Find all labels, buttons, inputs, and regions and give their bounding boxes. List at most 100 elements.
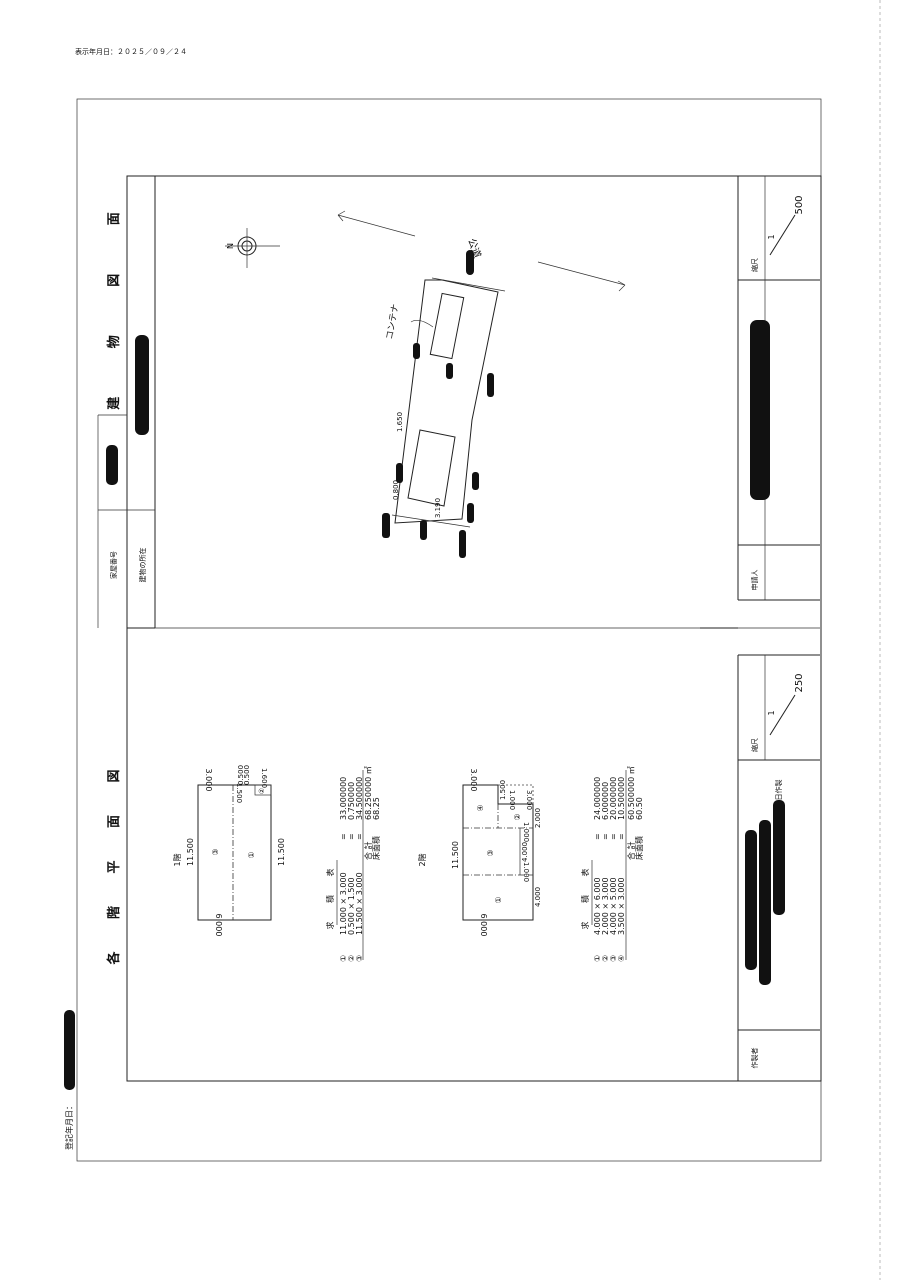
svg-text:1.600: 1.600: [260, 768, 268, 788]
house-number-label: 家屋番号: [109, 551, 118, 579]
svg-text:1.500: 1.500: [235, 783, 243, 803]
floor-plans-title: 各 階 平 面 図: [106, 755, 122, 965]
outer-frame: [76, 98, 822, 1162]
row-result: 0.750000: [347, 782, 356, 820]
floor2-label: 2階: [417, 853, 427, 866]
svg-text:①: ①: [247, 851, 256, 858]
row-result: 33.000000: [339, 777, 348, 820]
svg-text:1.650: 1.650: [396, 412, 404, 432]
svg-text:①: ①: [494, 896, 503, 903]
row-equals: =: [347, 833, 356, 840]
floor-area-label: 床面積: [371, 836, 381, 860]
row-equals: =: [593, 833, 602, 840]
floor2-plan: 2階 11.500 6.000 3.000 1.500 1.000 3.000 …: [417, 769, 627, 960]
svg-text:0.800: 0.800: [392, 480, 400, 500]
scale-top-numerator: 1: [767, 234, 776, 239]
scale-bottom-numerator: 1: [767, 710, 776, 715]
row-result: 24.000000: [593, 777, 602, 820]
row-number: ④: [617, 955, 626, 962]
svg-text:③: ③: [211, 848, 220, 855]
row-number: ③: [609, 955, 618, 962]
floor1-label: 1階: [172, 853, 182, 866]
scale-bottom-denominator: 250: [794, 673, 805, 692]
svg-text:4.000: 4.000: [521, 842, 529, 862]
svg-text:0.500: 0.500: [237, 765, 245, 785]
floor1-plan: 1階 11.500 11.500 6.000 3.000 0.500 0.500…: [172, 765, 364, 960]
svg-text:求 積 表: 求 積 表: [580, 860, 590, 929]
redaction: [745, 830, 757, 970]
row-number: ①: [339, 955, 348, 962]
redaction: [759, 820, 771, 985]
annotation-container: コンテナ: [384, 303, 401, 340]
row-equals: =: [617, 833, 626, 840]
svg-text:1.000: 1.000: [508, 790, 516, 810]
svg-text:④: ④: [476, 804, 485, 811]
display-date: 表示年月日：２０２５／０９／２４: [75, 47, 187, 56]
created-date-label: 日作製: [774, 780, 783, 801]
total-label: 合 計: [626, 841, 636, 860]
floor1-area-table: ① 11.000 × 3.000 = 33.000000 ② 0.500 × 1.500 =…: [339, 766, 381, 962]
redaction: [750, 320, 770, 500]
redaction: [773, 800, 785, 915]
row-formula: 11.500 × 3.000: [355, 872, 364, 935]
creator-label: 作製者: [750, 1048, 759, 1069]
scale-top-denominator: 500: [794, 195, 805, 214]
row-equals: =: [339, 833, 348, 840]
floor2-area-table: ① 4.000 × 6.000 = 24.000000 ② 2.000 × 3.000 = 6…: [593, 766, 644, 962]
north-compass-icon: N: [225, 228, 280, 268]
site-plan: N 公道 コンテナ 1.650 0.800 3.190: [225, 210, 626, 558]
row-equals: =: [355, 833, 364, 840]
row-formula: 4.000 × 5.000: [609, 877, 618, 935]
svg-text:1.000: 1.000: [522, 862, 530, 882]
svg-text:11.500: 11.500: [451, 841, 460, 869]
row-formula: 3.500 × 3.000: [617, 877, 626, 935]
floor-area-value: 60.50: [635, 797, 644, 820]
svg-text:3.190: 3.190: [434, 498, 442, 518]
total-value: 68.250000 ㎡: [364, 766, 373, 820]
svg-text:1.500: 1.500: [499, 780, 507, 800]
redaction: [135, 335, 149, 435]
svg-text:N: N: [226, 243, 235, 249]
row-formula: 2.000 × 3.000: [601, 877, 610, 935]
svg-text:0.500: 0.500: [243, 765, 251, 785]
svg-text:11.500: 11.500: [277, 838, 286, 866]
svg-text:6.000: 6.000: [214, 914, 223, 937]
svg-text:4.000: 4.000: [534, 887, 542, 907]
scale-label-top: 縮尺: [750, 258, 759, 272]
row-number: ②: [601, 955, 610, 962]
svg-text:11.500: 11.500: [186, 838, 195, 866]
redaction: [106, 445, 118, 485]
row-formula: 11.000 × 3.000: [339, 872, 348, 935]
location-label: 建物の所在: [138, 548, 147, 583]
svg-text:②: ②: [513, 813, 522, 820]
row-result: 6.000000: [601, 782, 610, 820]
row-number: ①: [593, 955, 602, 962]
svg-text:③: ③: [486, 849, 495, 856]
svg-text:6.000: 6.000: [479, 914, 488, 937]
row-formula: 4.000 × 6.000: [593, 877, 602, 935]
svg-text:求 積 表: 求 積 表: [325, 860, 335, 929]
svg-text:②: ②: [258, 788, 266, 794]
row-equals: =: [601, 833, 610, 840]
row-result: 34.500000: [355, 777, 364, 820]
svg-text:3.000: 3.000: [204, 769, 213, 792]
row-number: ③: [355, 955, 364, 962]
row-result: 20.000000: [609, 777, 618, 820]
svg-text:1.000: 1.000: [522, 822, 530, 842]
svg-text:3.000: 3.000: [469, 769, 478, 792]
row-formula: 0.500 × 1.500: [347, 877, 356, 935]
row-result: 10.500000: [617, 777, 626, 820]
scale-label-bottom: 縮尺: [750, 738, 759, 752]
svg-text:2.000: 2.000: [534, 808, 542, 828]
row-number: ②: [347, 955, 356, 962]
redaction: [64, 1010, 75, 1090]
total-label: 合 計: [363, 841, 373, 860]
applicant-label: 申請人: [750, 570, 759, 591]
row-equals: =: [609, 833, 618, 840]
registration-date-label: 登記年月日：: [64, 1102, 74, 1150]
floor-area-value: 68.25: [372, 797, 381, 820]
svg-text:3.000: 3.000: [525, 790, 533, 810]
building-drawing-title: 建 物 図 面: [106, 190, 122, 410]
total-value: 60.500000 ㎡: [627, 766, 636, 820]
